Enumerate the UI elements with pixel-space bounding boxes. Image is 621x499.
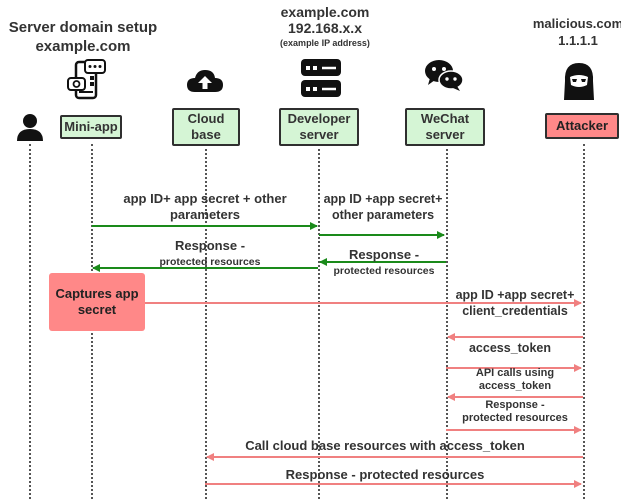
developer-ip: 192.168.x.x [288, 20, 362, 36]
participant-cloudbase: Cloud base [172, 108, 240, 146]
cloud-upload-icon [187, 70, 223, 92]
msg-m3-line1: Response - [174, 238, 246, 253]
msg-m9-label: Call cloud base resources with access_to… [245, 438, 525, 453]
setup-domain: example.com [35, 38, 131, 55]
msg-m5-line1: app ID +app secret+ [455, 288, 575, 302]
participant-miniapp: Mini-app [60, 115, 122, 139]
msg-m8-line1: Response - [485, 399, 545, 411]
developer-domain: example.com [280, 4, 370, 20]
msg-m2-line1: app ID +app secret+ [323, 192, 443, 206]
msg-m8-line2: protected resources [462, 412, 568, 424]
msg-m1-line1: app ID+ app secret + other [123, 191, 287, 206]
participant-attacker: Attacker [545, 113, 619, 139]
msg-m8-label: Response - protected resources [452, 399, 578, 425]
msg-m1-line2: parameters [169, 207, 241, 222]
msg-m4-line2: protected resources [333, 265, 435, 277]
msg-m4-line1: Response - [348, 247, 420, 262]
wechat-icon [425, 60, 464, 91]
lifeline-user [29, 144, 31, 499]
lifeline-attacker [583, 144, 585, 499]
developer-domain-block: example.com 192.168.x.x (example IP addr… [270, 4, 380, 49]
msg-m7-line2: access_token [478, 380, 552, 392]
msg-m3-line2: protected resources [159, 256, 261, 268]
msg-m5-label: app ID +app secret+ client_credentials [450, 287, 580, 319]
msg-m2-label: app ID +app secret+ other parameters [321, 191, 445, 223]
developer-ip-note: (example IP address) [280, 38, 370, 48]
capture-secret-box: Captures app secret [49, 273, 145, 331]
msg-m6-label: access_token [468, 341, 551, 355]
participant-miniapp-label: Mini-app [64, 119, 118, 134]
participant-wechat-server: WeChat server [405, 108, 485, 146]
msg-m5-line2: client_credentials [462, 304, 568, 318]
lifeline-wechat [446, 144, 448, 499]
setup-title-line1: Server domain setup [8, 19, 158, 36]
msg-m7-line1: API calls using [475, 367, 555, 379]
msg-m2-line2: other parameters [331, 208, 435, 222]
hacker-icon [564, 63, 594, 100]
setup-title: Server domain setup example.com [8, 18, 158, 56]
participant-wechat-line1: WeChat [420, 111, 470, 126]
phone-chat-icon [67, 59, 106, 100]
msg-m1-label: app ID+ app secret + other parameters [105, 191, 305, 223]
lifeline-cloudbase [205, 144, 207, 499]
participant-cloudbase-line2: base [191, 127, 221, 142]
server-icon [301, 59, 341, 97]
user-icon [17, 114, 43, 141]
attacker-ip: 1.1.1.1 [558, 33, 598, 48]
msg-m7-label: API calls using access_token [455, 367, 575, 393]
participant-attacker-label: Attacker [555, 118, 609, 133]
participant-developer-line1: Developer [287, 111, 351, 126]
msg-m10-label: Response - protected resources [285, 467, 485, 482]
msg-m3-label: Response - protected resources [140, 238, 280, 270]
attacker-domain-block: malicious.com 1.1.1.1 [528, 15, 621, 49]
capture-secret-line1: Captures app [55, 286, 139, 301]
lifeline-developer [318, 144, 320, 499]
msg-m4-label: Response - protected resources [324, 247, 444, 279]
participant-developer-line2: server [299, 127, 339, 142]
attacker-domain: malicious.com [532, 16, 621, 31]
participant-wechat-line2: server [425, 127, 465, 142]
participant-cloudbase-line1: Cloud [187, 111, 225, 126]
participant-developer-server: Developer server [279, 108, 359, 146]
capture-secret-line2: secret [77, 302, 117, 317]
